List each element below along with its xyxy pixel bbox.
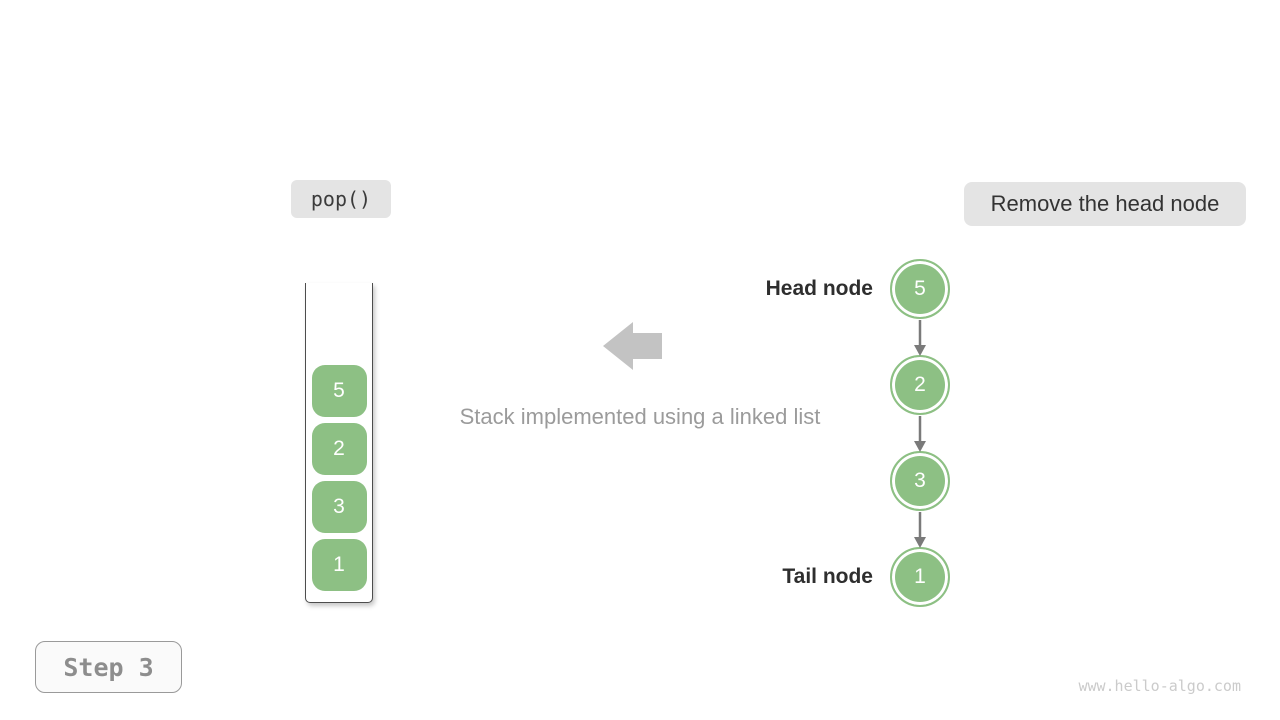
- linked-list-node: 2: [890, 355, 950, 415]
- down-arrow-icon: [913, 512, 927, 548]
- linked-list-node: 1: [890, 547, 950, 607]
- stack-item: 2: [311, 423, 367, 475]
- down-arrow-icon: [913, 320, 927, 356]
- stack-item: 1: [311, 539, 367, 591]
- action-description-badge: Remove the head node: [964, 182, 1246, 226]
- stack-container: 5 2 3 1: [305, 283, 373, 603]
- linked-list-node: 3: [890, 451, 950, 511]
- left-block-arrow-icon: [603, 322, 662, 370]
- down-arrow-icon: [913, 416, 927, 452]
- step-indicator: Step 3: [35, 641, 182, 693]
- operation-badge: pop(): [291, 180, 391, 218]
- watermark-text: www.hello-algo.com: [1078, 677, 1241, 695]
- stack-item: 3: [311, 481, 367, 533]
- head-node-label: Head node: [765, 277, 873, 300]
- linked-list-node: 5: [890, 259, 950, 319]
- stack-item: 5: [311, 365, 367, 417]
- caption-text: Stack implemented using a linked list: [459, 404, 821, 429]
- tail-node-label: Tail node: [782, 565, 873, 588]
